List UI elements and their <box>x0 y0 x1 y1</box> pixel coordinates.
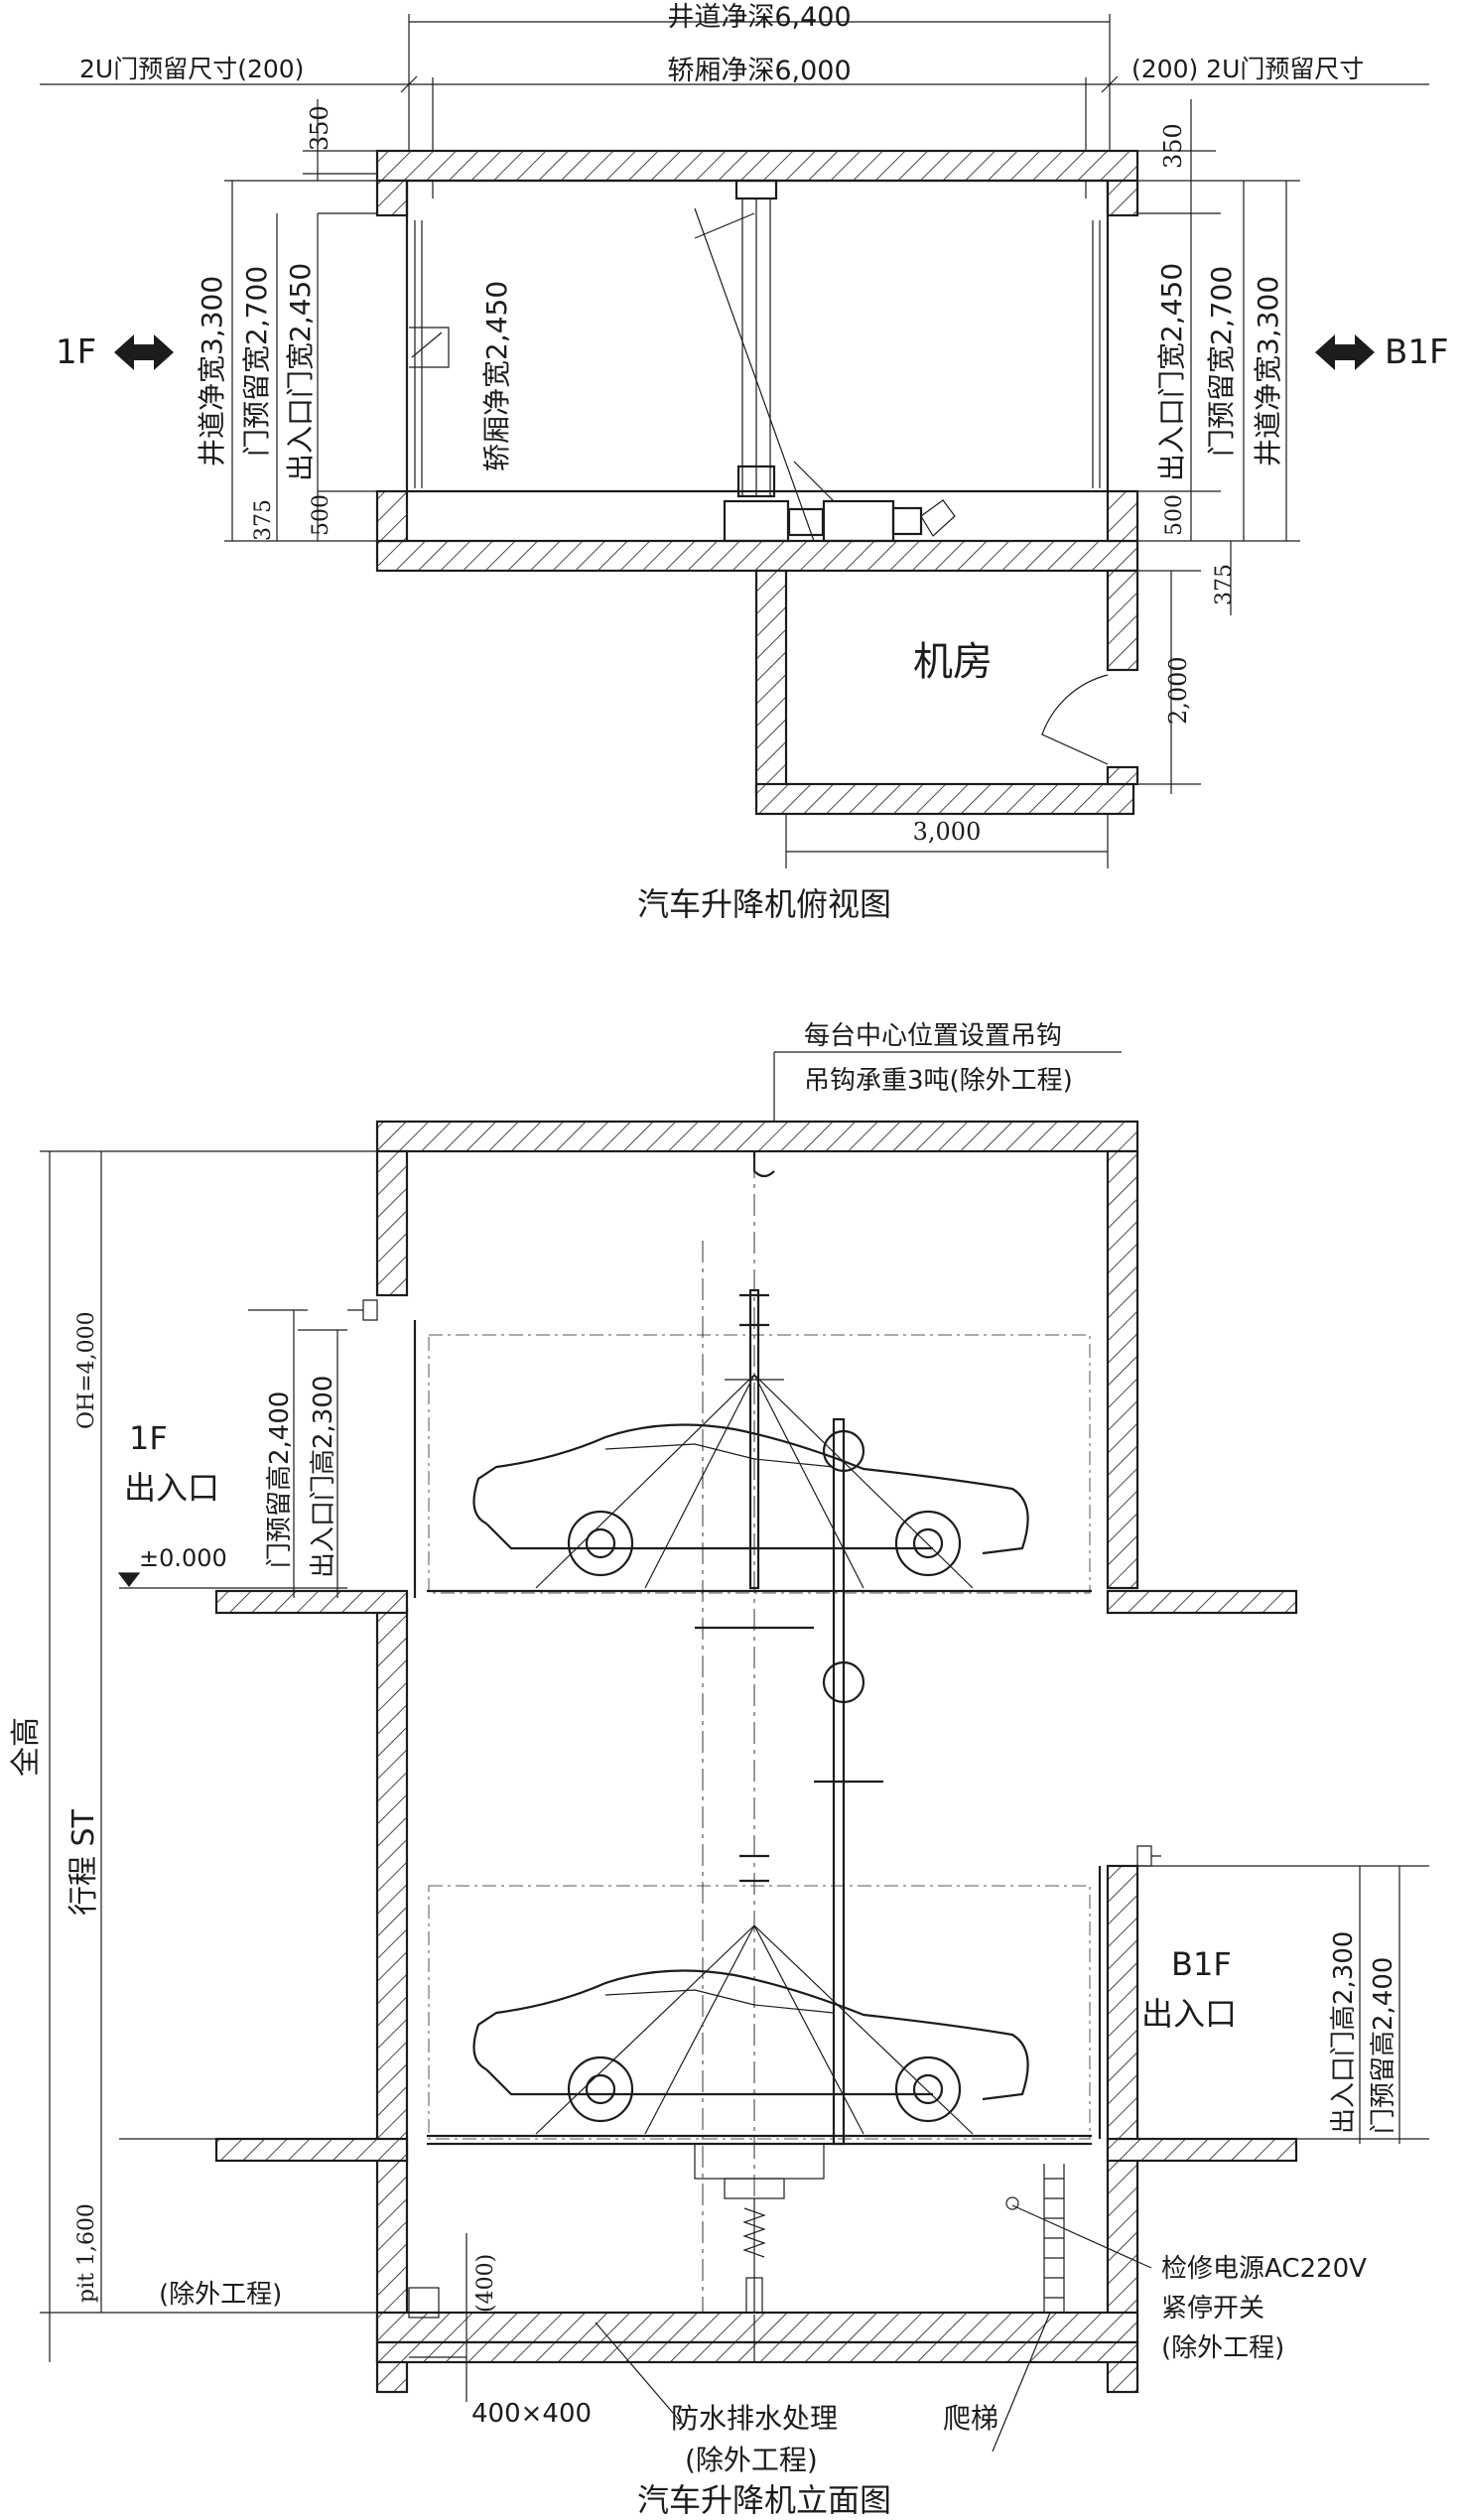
shaft-left-wall-lower <box>375 1606 409 2394</box>
plan-left-dims <box>224 99 377 542</box>
elevation-right-dims <box>1137 1865 1429 2144</box>
room-height-dim: 2,000 <box>1164 656 1192 725</box>
pulley-middle-icon <box>822 1660 865 1704</box>
label-b1f-plan: B1F <box>1385 332 1449 372</box>
sump-dim: (400) <box>473 2254 498 2313</box>
sump-size: 400×400 <box>471 2399 592 2429</box>
entrance-1f-line2: 出入口 <box>124 1469 219 1507</box>
hook-note-1: 每台中心位置设置吊钩 <box>804 1021 1062 1051</box>
floor-1f-right <box>1106 1589 1298 1615</box>
door-reserve-width-left: 门预留宽2,700 <box>240 266 273 457</box>
entrance-b1f-line1: B1F <box>1171 1945 1232 1983</box>
dim-500-left: 500 <box>309 494 333 536</box>
label-1f-plan: 1F <box>56 332 96 372</box>
door-reserve-height-b1f: 门预留高2,400 <box>1369 1957 1398 2134</box>
car-lower-icon <box>472 1969 1029 2123</box>
car-frame-lower <box>428 1885 1091 2140</box>
door-reserve-height-1f: 门预留高2,400 <box>265 1392 295 1568</box>
plan-left-wall-top <box>375 179 409 217</box>
entrance-width-right: 出入口门宽2,450 <box>1155 263 1188 481</box>
machine-room-label: 机房 <box>913 639 993 685</box>
entrance-width-left: 出入口门宽2,450 <box>284 263 317 481</box>
machine-room-right-wall <box>1106 569 1139 672</box>
plan-top-wall <box>375 149 1139 183</box>
room-width-dim: 3,000 <box>913 818 982 846</box>
elevation-view: 每台中心位置设置吊钩 吊钩承重3吨(除外工程) OH=4,000 全高 行程 S… <box>9 1021 1429 2519</box>
plan-bottom-wall <box>375 539 1139 573</box>
dim-500-right: 500 <box>1162 494 1187 536</box>
ladder-label: 爬梯 <box>943 2402 998 2435</box>
dim-350-right: 350 <box>1159 123 1187 169</box>
dim-375-left: 375 <box>251 499 276 541</box>
reserve-right-label: (200) 2U门预留尺寸 <box>1131 55 1364 83</box>
machine-room-bottom-wall <box>754 782 1135 816</box>
excluded-right-label: (除外工程) <box>1161 2333 1284 2363</box>
ladder-icon <box>1043 2164 1065 2313</box>
excluded-left-label: (除外工程) <box>159 2280 282 2310</box>
car-depth-label: 轿厢净深6,000 <box>667 56 851 86</box>
elevation-left-dims <box>40 1150 467 2402</box>
plan-view: 井道净深6,400 轿厢净深6,000 2U门预留尺寸(200) (200) 2… <box>40 2 1449 923</box>
floor-b1f-right <box>1106 2137 1298 2163</box>
level-zero-label: ±0.000 <box>139 1544 227 1572</box>
door-height-b1f: 出入口门高2,300 <box>1329 1931 1359 2134</box>
pit-floor <box>375 2311 1139 2344</box>
shaft-roof <box>375 1120 1139 1153</box>
power-label: 检修电源AC220V <box>1161 2254 1367 2284</box>
waterproof-label: 防水排水处理 <box>671 2402 838 2435</box>
elevation-title: 汽车升降机立面图 <box>637 2481 891 2519</box>
plan-left-wall-bottom <box>375 489 409 543</box>
plan-right-wall-top <box>1106 179 1139 217</box>
total-height-label: 全高 <box>9 1717 44 1777</box>
shaft-right-wall-lower <box>1106 1864 1139 2394</box>
pulley-upper-icon <box>822 1429 865 1473</box>
entrance-1f-line1: 1F <box>129 1419 168 1457</box>
floor-1f-left <box>214 1589 409 1615</box>
shaft-right-wall-upper <box>1106 1149 1139 1590</box>
oh-dim: OH=4,000 <box>74 1311 99 1429</box>
entrance-b1f-line2: 出入口 <box>1141 1995 1237 2033</box>
estop-label: 紧停开关 <box>1161 2294 1264 2323</box>
floor-b1f-left <box>214 2137 409 2163</box>
hook-note-2: 吊钩承重3吨(除外工程) <box>804 1066 1073 1096</box>
arrow-b1f-icon <box>1315 334 1375 370</box>
machine-room-left-wall <box>754 569 788 796</box>
shaft-width-left: 井道净宽3,300 <box>196 276 228 466</box>
excluded-bottom-label: (除外工程) <box>685 2444 818 2476</box>
lift-mast-plan <box>694 179 956 543</box>
power-outlet-icon <box>1005 2196 1019 2210</box>
door-reserve-width-right: 门预留宽2,700 <box>1205 266 1238 457</box>
dim-375-right: 375 <box>1212 564 1237 605</box>
shaft-left-wall-upper <box>375 1149 409 1297</box>
shaft-width-right: 井道净宽3,300 <box>1252 276 1284 466</box>
plan-door-symbol <box>409 327 450 368</box>
top-dimension-lines <box>40 14 1429 199</box>
door-height-1f: 出入口门高2,300 <box>309 1376 338 1578</box>
car-width-label: 轿厢净宽2,450 <box>480 281 513 471</box>
pit-bottom <box>375 2340 1139 2364</box>
light-fixture-icon <box>347 1299 378 1321</box>
sling-upper <box>535 1374 974 1589</box>
sump-pump-icon <box>408 2287 440 2319</box>
reserve-left-label: 2U门预留尺寸(200) <box>79 55 304 83</box>
shaft-depth-label: 井道净深6,400 <box>667 2 851 33</box>
machine-room-door <box>1041 674 1109 765</box>
machine-room-dims <box>785 570 1201 868</box>
pit-dim: pit 1,600 <box>74 2203 99 2303</box>
sling-lower <box>535 1924 974 2135</box>
dim-350-left: 350 <box>306 105 333 151</box>
plan-right-wall-bottom <box>1106 489 1139 543</box>
machine-room-right-wall-low <box>1106 765 1139 786</box>
plan-title: 汽车升降机俯视图 <box>637 885 891 923</box>
plan-right-dims <box>1137 99 1300 615</box>
travel-label: 行程 ST <box>66 1808 101 1916</box>
arrow-1f-icon <box>114 334 174 370</box>
light-fixture-lower-icon <box>1136 1845 1161 1867</box>
car-upper-icon <box>472 1423 1029 1577</box>
